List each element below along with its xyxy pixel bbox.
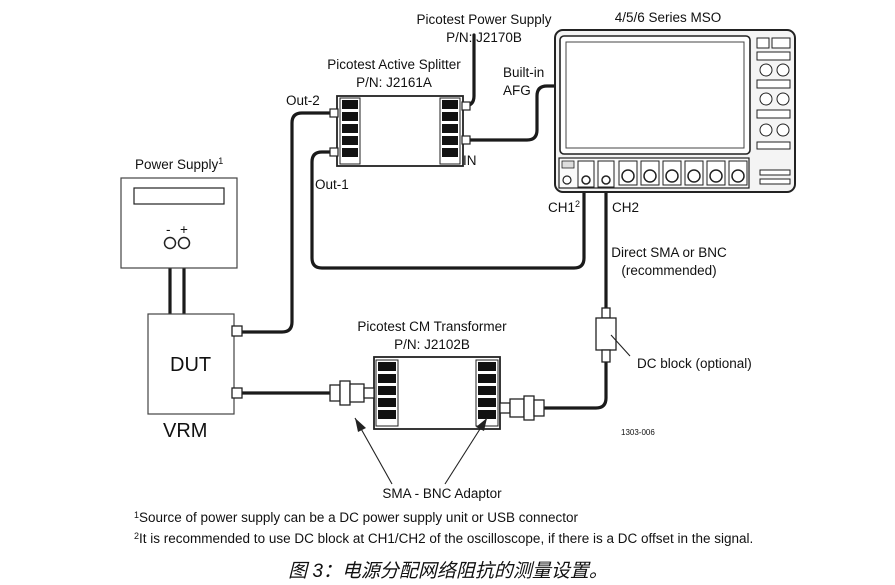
footnote-2-text: It is recommended to use DC block at CH1… [139, 531, 753, 546]
footnotes: 1Source of power supply can be a DC powe… [134, 510, 753, 546]
power-supply-superscript: 1 [218, 156, 223, 166]
label-minus: - [166, 222, 171, 237]
dut-box [147, 313, 243, 415]
cable-out1-to-ch1 [310, 150, 586, 270]
label-vrm: VRM [163, 420, 207, 442]
label-out2: Out-2 [286, 93, 320, 108]
label-power-supply-pn: P/N: J2170B [446, 30, 522, 45]
splitter-out1-port [329, 147, 339, 157]
label-figure-number: 1303-006 [621, 428, 655, 437]
label-cm-transformer: Picotest CM Transformer [357, 319, 507, 334]
label-picotest-power-supply: Picotest Power Supply [416, 12, 551, 27]
ch1-superscript: 2 [575, 199, 580, 209]
label-dut: DUT [170, 354, 211, 376]
oscilloscope [554, 29, 796, 193]
footnote-2-marker: 2 [134, 531, 139, 541]
cm-transformer [329, 356, 545, 430]
label-direct-sma: Direct SMA or BNC [611, 245, 727, 260]
label-in: IN [463, 153, 477, 168]
label-dc-block: DC block (optional) [637, 356, 752, 371]
label-mso: 4/5/6 Series MSO [615, 10, 722, 25]
splitter-power-port [461, 101, 471, 111]
dut-bottom-connector [231, 387, 243, 399]
figure-caption: 图 3：电源分配网络阻抗的测量设置。 [288, 560, 608, 582]
arrowhead-right [476, 418, 487, 431]
label-out1: Out-1 [315, 177, 349, 192]
cable-afg-to-in [462, 84, 559, 142]
power-supply-text: Power Supply [135, 157, 219, 172]
label-adaptor: SMA - BNC Adaptor [382, 486, 502, 501]
label-splitter-pn: P/N: J2161A [356, 75, 432, 90]
cables [168, 33, 608, 410]
footnote-1: 1Source of power supply can be a DC powe… [134, 510, 579, 525]
label-plus: + [180, 222, 188, 237]
bnc-adaptor-left [329, 380, 375, 406]
scope-channel-inputs [561, 160, 748, 188]
labels: Picotest Power Supply P/N: J2170B 4/5/6 … [135, 10, 752, 501]
label-builtin: Built-in [503, 65, 544, 80]
footnote-2: 2It is recommended to use DC block at CH… [134, 531, 753, 546]
splitter-out2-port [329, 108, 339, 118]
bnc-adaptor-right [499, 395, 545, 421]
label-afg: AFG [503, 83, 531, 98]
splitter-in-port [461, 135, 471, 145]
cable-dcblock-to-transformer [538, 360, 608, 410]
arrowhead-left [355, 418, 366, 432]
footnote-1-text: Source of power supply can be a DC power… [139, 510, 578, 525]
label-recommended: (recommended) [621, 263, 716, 278]
label-splitter: Picotest Active Splitter [327, 57, 461, 72]
scope-control-panel [756, 37, 791, 185]
dut-top-connector [231, 325, 243, 337]
footnote-1-marker: 1 [134, 510, 139, 520]
active-splitter [329, 95, 471, 167]
ch1-text: CH1 [548, 200, 575, 215]
label-ch1: CH12 [548, 199, 580, 215]
cable-out2-to-dut [238, 111, 335, 334]
power-supply [120, 177, 238, 269]
label-ch2: CH2 [612, 200, 639, 215]
label-power-supply: Power Supply1 [135, 156, 223, 172]
dc-block [595, 307, 617, 363]
label-cm-pn: P/N: J2102B [394, 337, 470, 352]
